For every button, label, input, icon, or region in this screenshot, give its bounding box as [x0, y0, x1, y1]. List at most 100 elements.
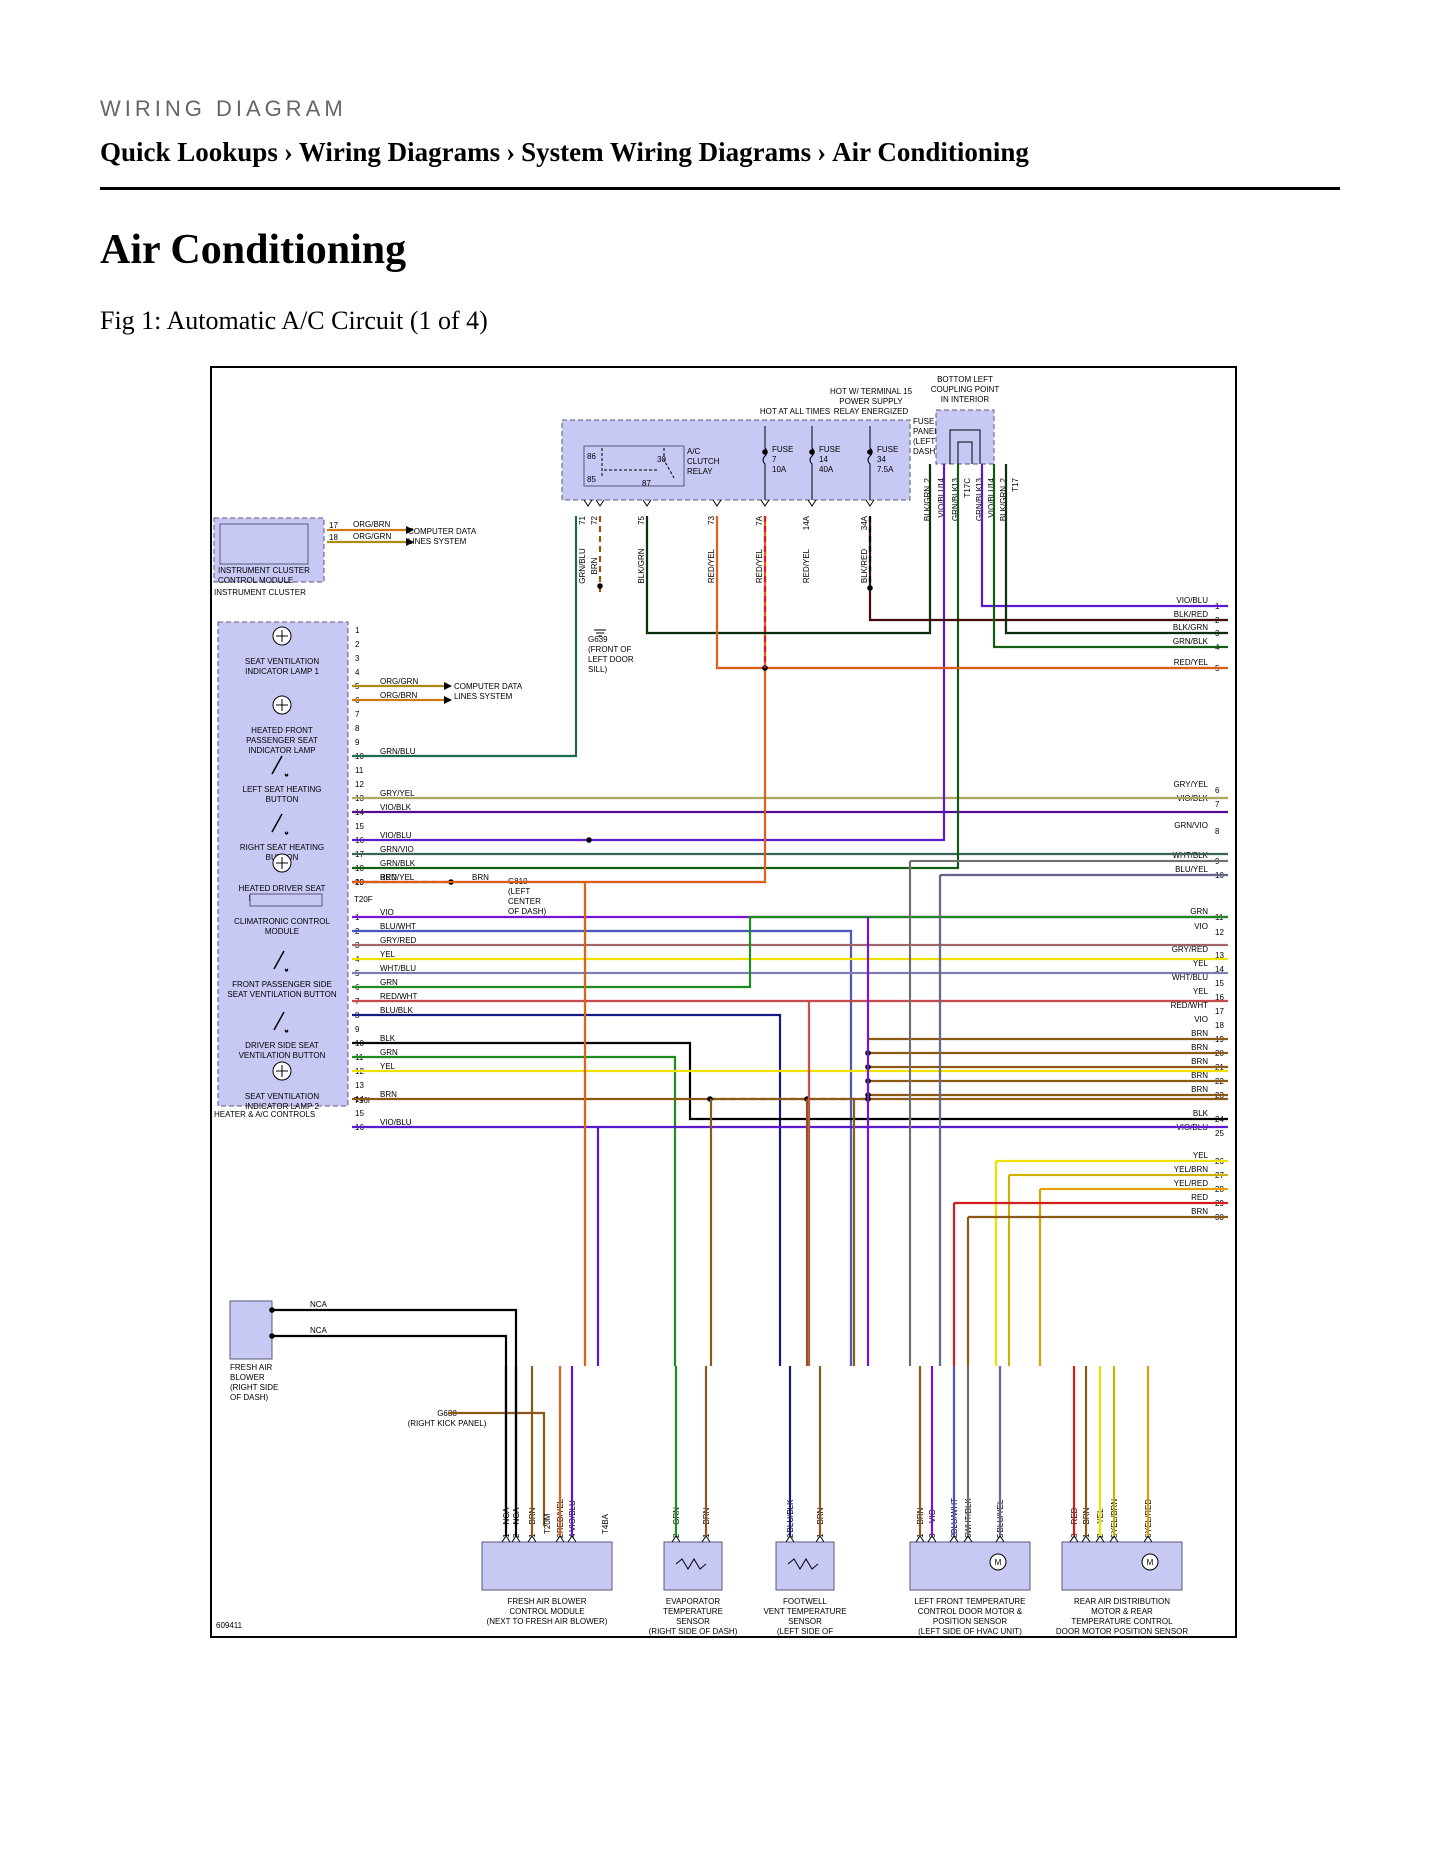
- fuse-panel-label: FUSE: [913, 417, 934, 426]
- figure-id: 609411: [216, 1621, 243, 1630]
- coupling-wire-label: GRN/BLK: [951, 485, 960, 521]
- breadcrumb-item-air-conditioning[interactable]: Air Conditioning: [832, 137, 1029, 167]
- fuse-panel-label: DASH): [913, 447, 938, 456]
- bottom-module-label: (LEFT SIDE OF: [777, 1627, 833, 1636]
- relay-pin-label: 86: [587, 452, 596, 461]
- nca-wire-label: NCA: [310, 1300, 328, 1309]
- right-terminal-number: 15: [1215, 979, 1224, 988]
- t20f-pin: 8: [355, 724, 360, 733]
- hot-at-all-times-label: HOT AT ALL TIMES: [760, 407, 830, 416]
- breadcrumb-separator: ›: [817, 137, 827, 167]
- bottom-module-label: POSITION SENSOR: [933, 1617, 1007, 1626]
- right-terminal-wire-label: YEL: [1193, 959, 1209, 968]
- g810-label: (LEFT: [508, 887, 530, 896]
- arrow-icon: [406, 526, 414, 534]
- fresh-air-blower-label: (RIGHT SIDE: [230, 1383, 278, 1392]
- connector-t20f: T20F: [354, 895, 373, 904]
- relay-coil-switch: [601, 448, 675, 479]
- connector-chevron: [583, 499, 593, 507]
- heater-component-label: LEFT SEAT HEATING: [243, 785, 322, 794]
- heater-component-label: PASSENGER SEAT: [246, 736, 318, 745]
- g638-wire: [448, 1411, 546, 1526]
- connector-chevron: [760, 499, 770, 507]
- blk-grn-wire-stripe: [646, 464, 931, 634]
- fuse-panel-wire-label: BLK/RED: [860, 549, 869, 583]
- coupling-wire-label: BLK/GRN: [999, 486, 1008, 521]
- t16i-wire-label: YEL: [380, 950, 396, 959]
- connector-chevron: [595, 499, 605, 507]
- g810-label: OF DASH): [508, 907, 547, 916]
- t16i-wire-label: BLU/BLK: [380, 1006, 414, 1015]
- t16i-wire-label: YEL: [380, 1062, 396, 1071]
- lamp-glyph: [276, 1065, 288, 1077]
- right-terminal-wire-label: BLK: [1193, 1109, 1209, 1118]
- switch-icon: [273, 950, 289, 972]
- splice-dot: [809, 449, 815, 455]
- harness-wire-stripe: [352, 930, 852, 1366]
- t16i-wire-label: WHT/BLU: [380, 964, 416, 973]
- breadcrumb-item-quick-lookups[interactable]: Quick Lookups: [100, 137, 278, 167]
- bottom-module-label: HVAC UNIT): [782, 1637, 828, 1638]
- fuse-panel-pin: 34A: [860, 515, 869, 530]
- bottom-module-label: CONTROL DOOR MOTOR &: [918, 1607, 1023, 1616]
- bottom-module-label: (LEFT SIDE OF HVAC UNIT): [918, 1627, 1022, 1636]
- coupling-vio-blu-stripe: [981, 464, 1228, 607]
- breadcrumb-item-system-wiring-diagrams[interactable]: System Wiring Diagrams: [521, 137, 812, 167]
- fuse-label: 10A: [772, 465, 787, 474]
- coupling-label: BOTTOM LEFT: [937, 375, 993, 384]
- right-terminal-wire-label: GRN/BLK: [1173, 637, 1209, 646]
- right-terminal-number: 17: [1215, 1007, 1224, 1016]
- t20f-pin: 2: [355, 640, 360, 649]
- coupling-pin: T17C: [963, 478, 972, 498]
- right-terminal-number: 13: [1215, 951, 1224, 960]
- heater-component-label: SEAT VENTILATION: [245, 657, 319, 666]
- right-terminal-wire-label: VIO: [1194, 922, 1208, 931]
- right-terminal-wire-label: BLU/YEL: [1175, 865, 1208, 874]
- fresh-air-blower-label: OF DASH): [230, 1393, 269, 1402]
- right-terminal-wire-label: BLK/GRN: [1173, 623, 1208, 632]
- bottom-module-label: (NEXT TO FRESH AIR BLOWER): [487, 1617, 608, 1626]
- bottom-module: [663, 1541, 723, 1591]
- bottom-module-label: SENSOR: [788, 1617, 822, 1626]
- fuse-label: 7.5A: [877, 465, 894, 474]
- coupling-label: COUPLING POINT: [931, 385, 1000, 394]
- hot-terminal-15-label: HOT W/ TERMINAL 15: [830, 387, 913, 396]
- t20f-wire-label: RED/YEL: [380, 873, 415, 882]
- relay-label: CLUTCH: [687, 457, 720, 466]
- bottom-connector-tag: T4BA: [601, 1513, 610, 1534]
- breadcrumb-separator: ›: [506, 137, 516, 167]
- splice-dot: [867, 449, 873, 455]
- heater-component-label: MODULE: [265, 927, 299, 936]
- right-terminal-wire-label: YEL: [1193, 987, 1209, 996]
- fuse-panel-label: PANEL C: [913, 427, 947, 436]
- fuse-label: FUSE: [877, 445, 898, 454]
- t20f-wire-label: BRN: [380, 873, 397, 882]
- bottom-module-label: VENT TEMPERATURE: [763, 1607, 846, 1616]
- fuse-panel-pin: 73: [707, 515, 716, 524]
- right-terminal-wire-label: GRN: [1190, 907, 1208, 916]
- switch-icon: [273, 1011, 289, 1033]
- harness-wire: [352, 1055, 677, 1366]
- t16i-wire-label: BLU/WHT: [380, 922, 416, 931]
- heater-component-label: SEAT VENTILATION: [245, 1092, 319, 1101]
- coupling-blk-grn-stripe: [1005, 464, 1228, 634]
- bottom-module-label: EVAPORATOR: [666, 1597, 720, 1606]
- red-yel-bus-stripe: [716, 516, 1228, 669]
- motor-glyph: M: [995, 1558, 1002, 1567]
- right-terminal-number: 8: [1215, 827, 1220, 836]
- splice-dot: [597, 583, 603, 589]
- t16i-wire-label: GRN: [380, 1048, 398, 1057]
- t16i-wire-label: VIO: [380, 908, 394, 917]
- bottom-module-label: (UNDER CENTER CONSOLE): [1067, 1637, 1178, 1638]
- t16i-wire-label: VIO/BLU: [380, 1118, 412, 1127]
- t16i-wire-label: BRN: [380, 1090, 397, 1099]
- breadcrumb-item-wiring-diagrams[interactable]: Wiring Diagrams: [298, 137, 501, 167]
- right-terminal-number: 25: [1215, 1129, 1224, 1138]
- figure-caption: Fig 1: Automatic A/C Circuit (1 of 4): [100, 306, 488, 335]
- coupling-grn-blk-stripe: [993, 464, 1228, 648]
- t20f-wire-label: VIO/BLU: [380, 831, 412, 840]
- bottom-module-label: FOOTWELL: [783, 1597, 828, 1606]
- connector-chevron: [865, 499, 875, 507]
- splice-dot: [867, 585, 873, 591]
